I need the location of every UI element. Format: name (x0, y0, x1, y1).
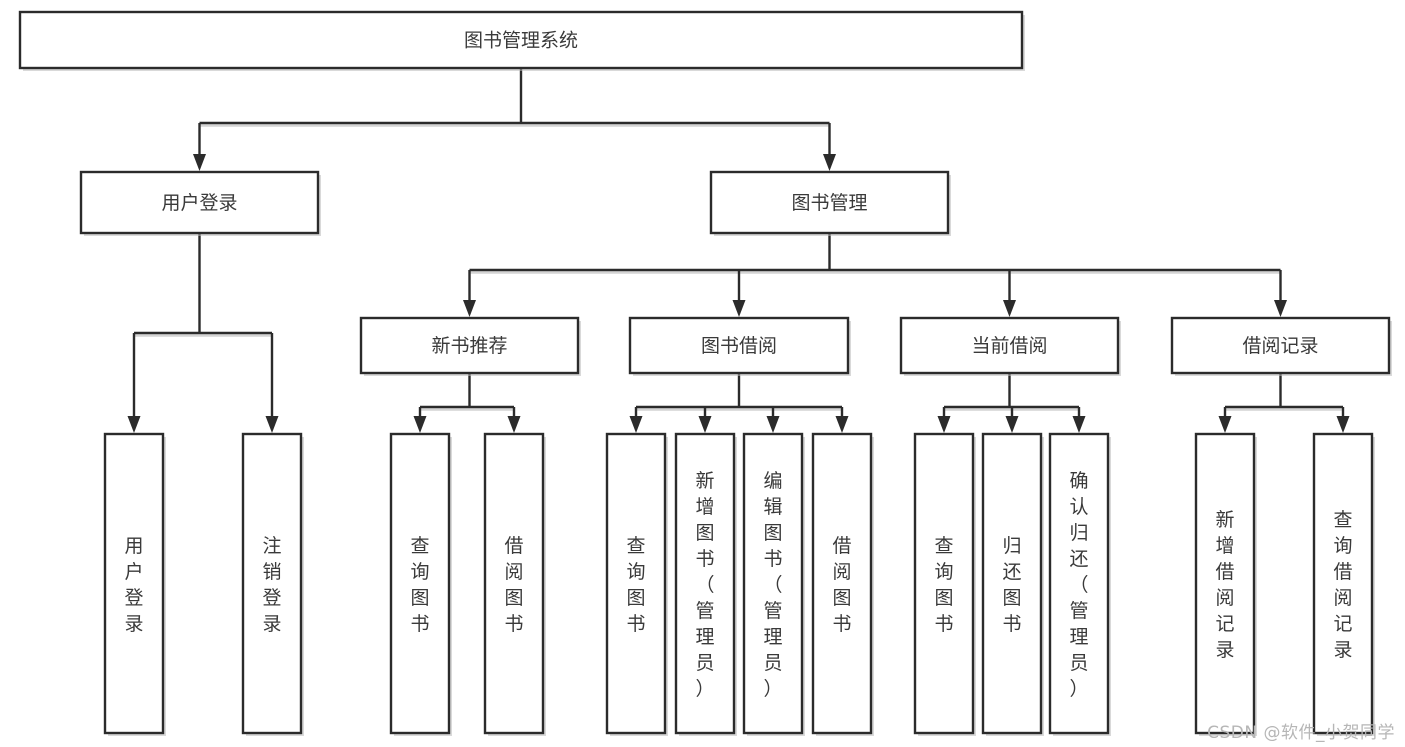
node-label: 查询借阅记录 (1333, 509, 1352, 661)
node-leaf-add-book[interactable]: 新增图书（管理员） (674, 432, 737, 736)
node-label: 新书推荐 (431, 335, 507, 357)
node-box[interactable] (674, 432, 736, 735)
edge-arrowhead (127, 416, 141, 433)
node-label: 新增图书（管理员） (695, 470, 714, 700)
edge-arrowhead (823, 154, 836, 171)
node-label: 借阅图书 (504, 535, 523, 635)
edge-group-login (127, 233, 279, 433)
node-label: 借阅记录 (1242, 335, 1318, 357)
edge-arrowhead (698, 416, 712, 433)
node-label: 查询图书 (934, 535, 953, 635)
node-leaf-query-c[interactable]: 查询图书 (913, 432, 976, 736)
node-box[interactable] (742, 432, 804, 735)
node-borrow[interactable]: 图书借阅 (628, 316, 851, 376)
node-box[interactable] (103, 432, 165, 735)
edge-group-records (1218, 373, 1350, 433)
node-leaf-logout[interactable]: 注销登录 (241, 432, 304, 736)
node-box[interactable] (1170, 316, 1391, 375)
edge-arrowhead (937, 416, 951, 433)
node-box[interactable] (389, 432, 451, 735)
node-box[interactable] (899, 316, 1120, 375)
edge-arrowhead (1005, 416, 1019, 433)
node-leaf-borrow-nb[interactable]: 借阅图书 (483, 432, 546, 736)
node-box[interactable] (1312, 432, 1374, 735)
node-current[interactable]: 当前借阅 (899, 316, 1121, 376)
node-bookmgmt[interactable]: 图书管理 (709, 170, 951, 236)
node-box[interactable] (79, 170, 320, 235)
node-leaf-query-b[interactable]: 查询图书 (605, 432, 668, 736)
edge-arrowhead (265, 416, 279, 433)
nodes-layer: 图书管理系统用户登录图书管理新书推荐图书借阅当前借阅借阅记录用户登录注销登录查询… (18, 10, 1392, 736)
edge-group-root (193, 68, 836, 171)
node-box[interactable] (1194, 432, 1256, 735)
node-box[interactable] (709, 170, 950, 235)
node-label: 编辑图书（管理员） (763, 470, 782, 700)
node-leaf-borrow-b[interactable]: 借阅图书 (811, 432, 874, 736)
edge-arrowhead (732, 300, 746, 317)
node-label: 查询图书 (410, 535, 429, 635)
node-label: 新增借阅记录 (1215, 509, 1234, 661)
node-box[interactable] (811, 432, 873, 735)
node-box[interactable] (241, 432, 303, 735)
node-newbook[interactable]: 新书推荐 (359, 316, 581, 376)
node-label: 用户登录 (124, 535, 143, 635)
node-box[interactable] (913, 432, 975, 735)
edge-arrowhead (766, 416, 780, 433)
edges-layer (127, 68, 1350, 433)
edge-arrowhead (835, 416, 849, 433)
node-box[interactable] (359, 316, 580, 375)
node-label: 查询图书 (626, 535, 645, 635)
node-login[interactable]: 用户登录 (79, 170, 321, 236)
node-label: 归还图书 (1002, 535, 1021, 635)
edge-group-current (937, 373, 1086, 433)
node-box[interactable] (483, 432, 545, 735)
node-root[interactable]: 图书管理系统 (18, 10, 1025, 71)
edge-arrowhead (1274, 300, 1287, 317)
node-label: 图书管理系统 (464, 30, 578, 52)
edge-arrowhead (1218, 416, 1232, 433)
node-leaf-add-rec[interactable]: 新增借阅记录 (1194, 432, 1257, 736)
edge-arrowhead (413, 416, 427, 433)
csdn-watermark: CSDN @软件_小贺同学 (1207, 723, 1395, 743)
node-label: 借阅图书 (832, 535, 851, 635)
node-box[interactable] (18, 10, 1024, 70)
node-leaf-return[interactable]: 归还图书 (981, 432, 1044, 736)
node-label: 当前借阅 (971, 335, 1047, 357)
node-box[interactable] (628, 316, 850, 375)
node-box[interactable] (981, 432, 1043, 735)
edge-arrowhead (1072, 416, 1086, 433)
node-label: 注销登录 (262, 535, 281, 635)
node-label: 用户登录 (161, 192, 237, 214)
node-box[interactable] (605, 432, 667, 735)
edge-group-bookmgmt (463, 233, 1287, 317)
edge-group-newbook (413, 373, 521, 433)
edge-arrowhead (193, 154, 206, 171)
edge-arrowhead (629, 416, 643, 433)
edge-arrowhead (463, 300, 476, 317)
node-leaf-confirm[interactable]: 确认归还（管理员） (1048, 432, 1111, 736)
edge-arrowhead (1003, 300, 1016, 317)
node-records[interactable]: 借阅记录 (1170, 316, 1392, 376)
node-label: 图书借阅 (701, 335, 777, 357)
node-leaf-edit-book[interactable]: 编辑图书（管理员） (742, 432, 805, 736)
edge-arrowhead (1336, 416, 1350, 433)
node-leaf-query-nb[interactable]: 查询图书 (389, 432, 452, 736)
node-leaf-query-rec[interactable]: 查询借阅记录 (1312, 432, 1375, 736)
node-label: 确认归还（管理员） (1069, 470, 1088, 700)
node-box[interactable] (1048, 432, 1110, 735)
edge-arrowhead (507, 416, 521, 433)
node-label: 图书管理 (791, 192, 867, 214)
edge-group-borrow (629, 373, 849, 433)
node-leaf-user-login[interactable]: 用户登录 (103, 432, 166, 736)
